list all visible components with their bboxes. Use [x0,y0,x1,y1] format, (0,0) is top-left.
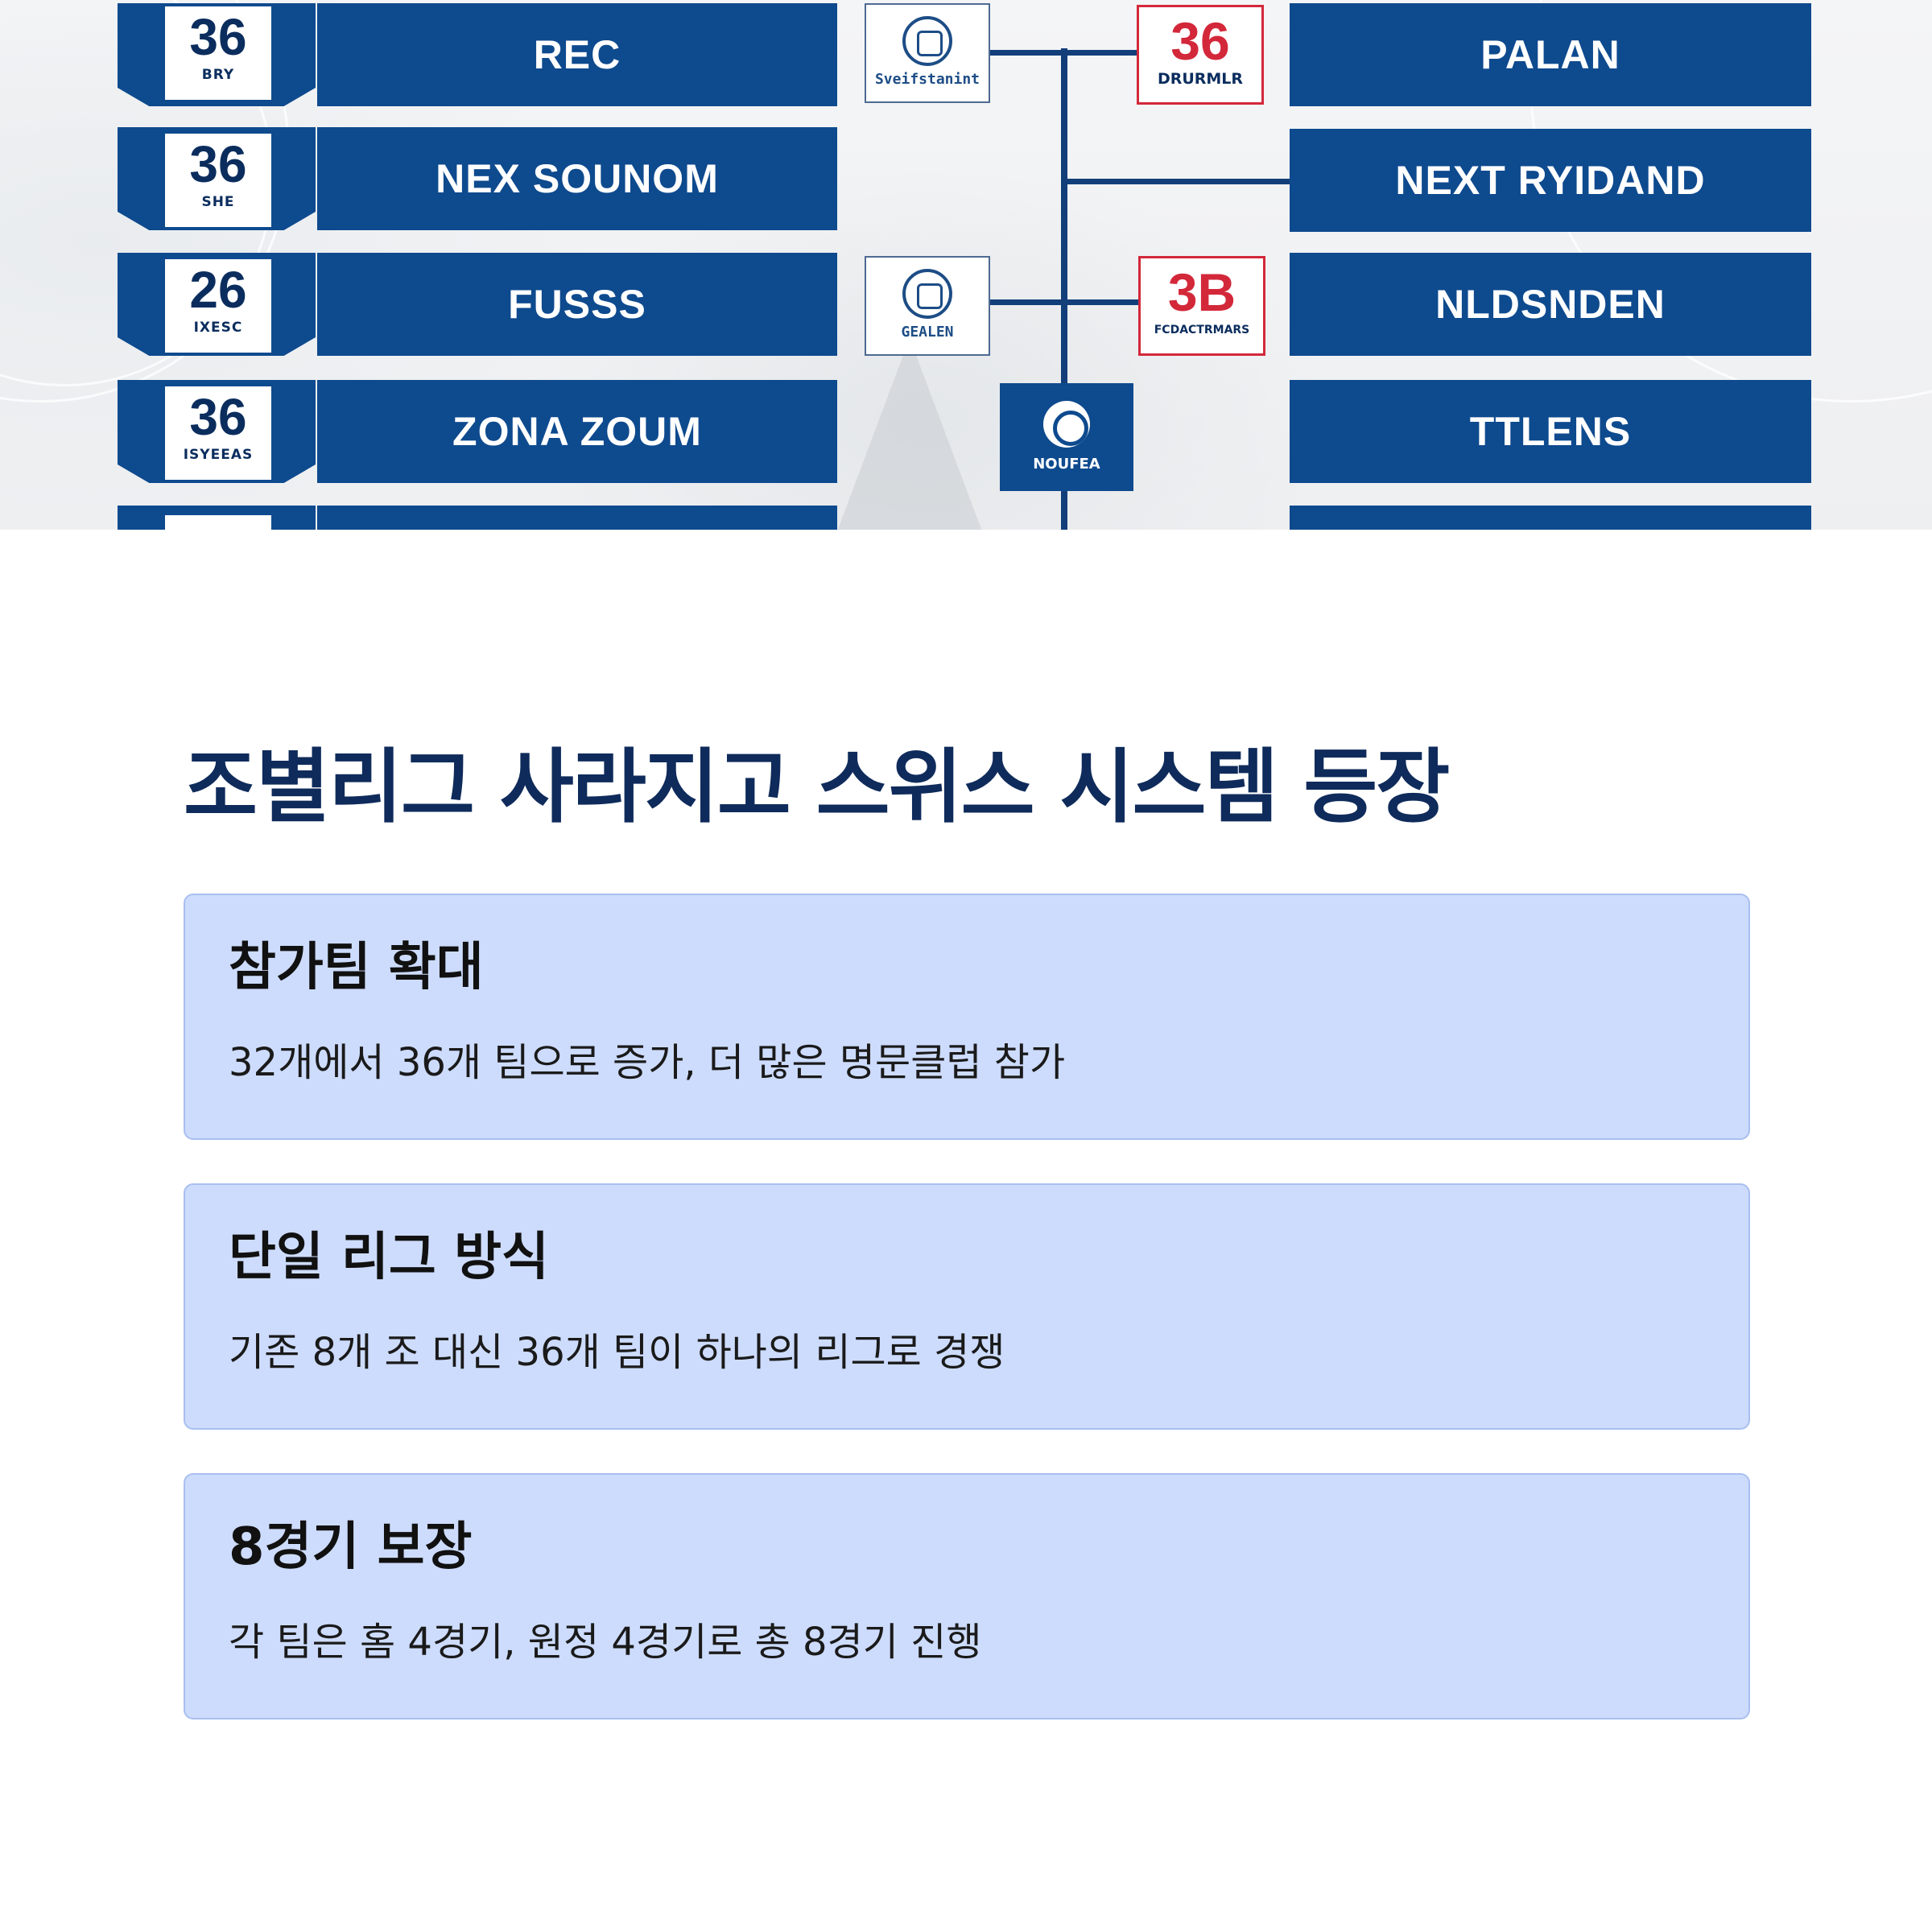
bracket-trunk-line [1061,48,1067,530]
team-tag: BRY [201,67,235,83]
info-card-title: 참가팀 확대 [229,938,484,997]
team-tag: IXESC [193,320,243,336]
info-card-title: 단일 리그 방식 [229,1228,549,1287]
team-name-bar: TTLENS [1290,380,1811,483]
number-box [165,515,271,530]
bracket-connector-line [1064,179,1291,184]
info-card: 참가팀 확대 32개에서 36개 팀으로 증가, 더 많은 명문클럽 참가 [184,894,1750,1140]
bracket-connector-line [990,299,1140,305]
score-badge: 3B FCDACTRMARS [1138,256,1265,356]
team-name-bar: NLDSNDEN [1290,253,1811,356]
club-logo-caption: GEALEN [901,324,954,341]
number-box: 26 IXESC [165,259,271,353]
info-card: 8경기 보장 각 팀은 홈 4경기, 원정 4경기로 총 8경기 진행 [184,1473,1750,1719]
number-box: 36 BRY [165,6,271,100]
hero-image: 36 BRY REC 36 SHE NEX SOUNOM 26 IXESC FU… [0,0,1932,530]
team-name-bar: ZONA ZOUM [317,380,837,483]
background-shard [837,338,982,530]
badge-caption: DRURMLR [1157,70,1244,88]
badge-caption: FCDACTRMARS [1154,324,1250,336]
team-tag: SHE [201,194,235,210]
team-tag: ISYEEAS [183,447,254,463]
club-logo: Sveifstanint [865,3,990,103]
info-card-text: 기존 8개 조 대신 36개 팀이 하나의 리그로 경쟁 [229,1330,1005,1375]
ball-icon [1043,401,1090,448]
section-title: 조별리그 사라지고 스위스 시스템 등장 [184,740,1450,834]
team-name-bar [1290,506,1811,530]
info-card-text: 각 팀은 홈 4경기, 원정 4경기로 총 8경기 진행 [229,1620,982,1665]
bracket-connector-line [990,50,1140,56]
team-name-bar [317,506,837,530]
crest-icon [902,16,952,66]
team-name-bar: NEX SOUNOM [317,127,837,230]
number-box: 36 ISYEEAS [165,386,271,480]
team-name-bar: REC [317,3,837,106]
score-badge: 36 DRURMLR [1137,5,1264,105]
team-number: 36 [189,135,247,193]
center-club-tile: NOUFEA [1000,383,1133,491]
club-logo: GEALEN [865,256,990,356]
crest-icon [902,269,952,319]
info-card-title: 8경기 보장 [229,1517,473,1577]
info-card: 단일 리그 방식 기존 8개 조 대신 36개 팀이 하나의 리그로 경쟁 [184,1183,1750,1430]
center-club-caption: NOUFEA [1033,456,1100,473]
badge-number: 36 [1170,11,1230,71]
team-number: 26 [189,261,247,319]
team-name-bar: PALAN [1290,3,1811,106]
team-number: 36 [189,388,247,446]
info-card-text: 32개에서 36개 팀으로 증가, 더 많은 명문클럽 참가 [229,1040,1066,1085]
team-name-bar: NEXT RYIDAND [1290,129,1811,232]
team-name-bar: FUSSS [317,253,837,356]
club-logo-caption: Sveifstanint [874,71,980,88]
badge-number: 3B [1167,262,1236,322]
number-box: 36 SHE [165,134,271,227]
team-number: 36 [189,8,247,66]
